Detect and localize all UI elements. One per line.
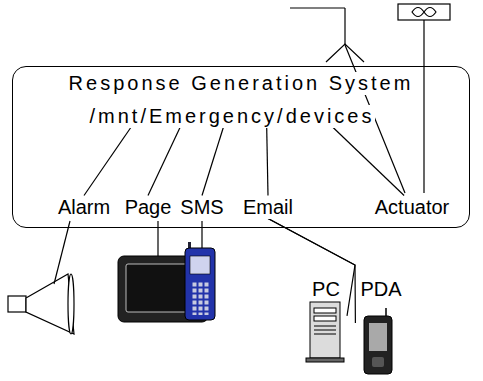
node-text: SMS [179,196,224,219]
system-box: Response Generation System/mnt/Emergency… [12,66,470,228]
phone-icon [185,242,215,320]
page-wire [157,221,158,256]
node-text: Response Generation System [68,72,415,95]
pda-icon [364,308,392,374]
connector [333,128,404,196]
speaker-icon [8,274,74,334]
connector [84,128,131,196]
connector [268,219,355,324]
device-label: SMS [178,196,226,219]
fan-symbol [398,4,450,20]
device-label: Email [241,196,296,219]
sms-wire [201,221,202,248]
device-label: Actuator [373,196,452,219]
node-text: /mnt/Emergency/devices [89,105,376,128]
device-label: Alarm [56,196,113,219]
connector [268,219,355,316]
node-text: Actuator [374,196,450,219]
node-text: Page [124,196,173,219]
node-text: Email [242,196,294,219]
node-text: PDA [359,278,402,301]
alarm-wire [54,221,70,284]
connector [202,128,223,196]
devices-label: /mnt/Emergency/devices [88,105,377,128]
sprinkler-symbol [290,8,364,62]
connector [148,128,180,196]
pc-node: PC [305,278,347,362]
pc-icon [306,302,344,362]
device-label: Page [123,196,174,219]
node-text: PC [311,278,341,301]
connector [267,128,268,196]
node-text: Alarm [57,196,111,219]
pda-node: PDA [355,278,406,378]
